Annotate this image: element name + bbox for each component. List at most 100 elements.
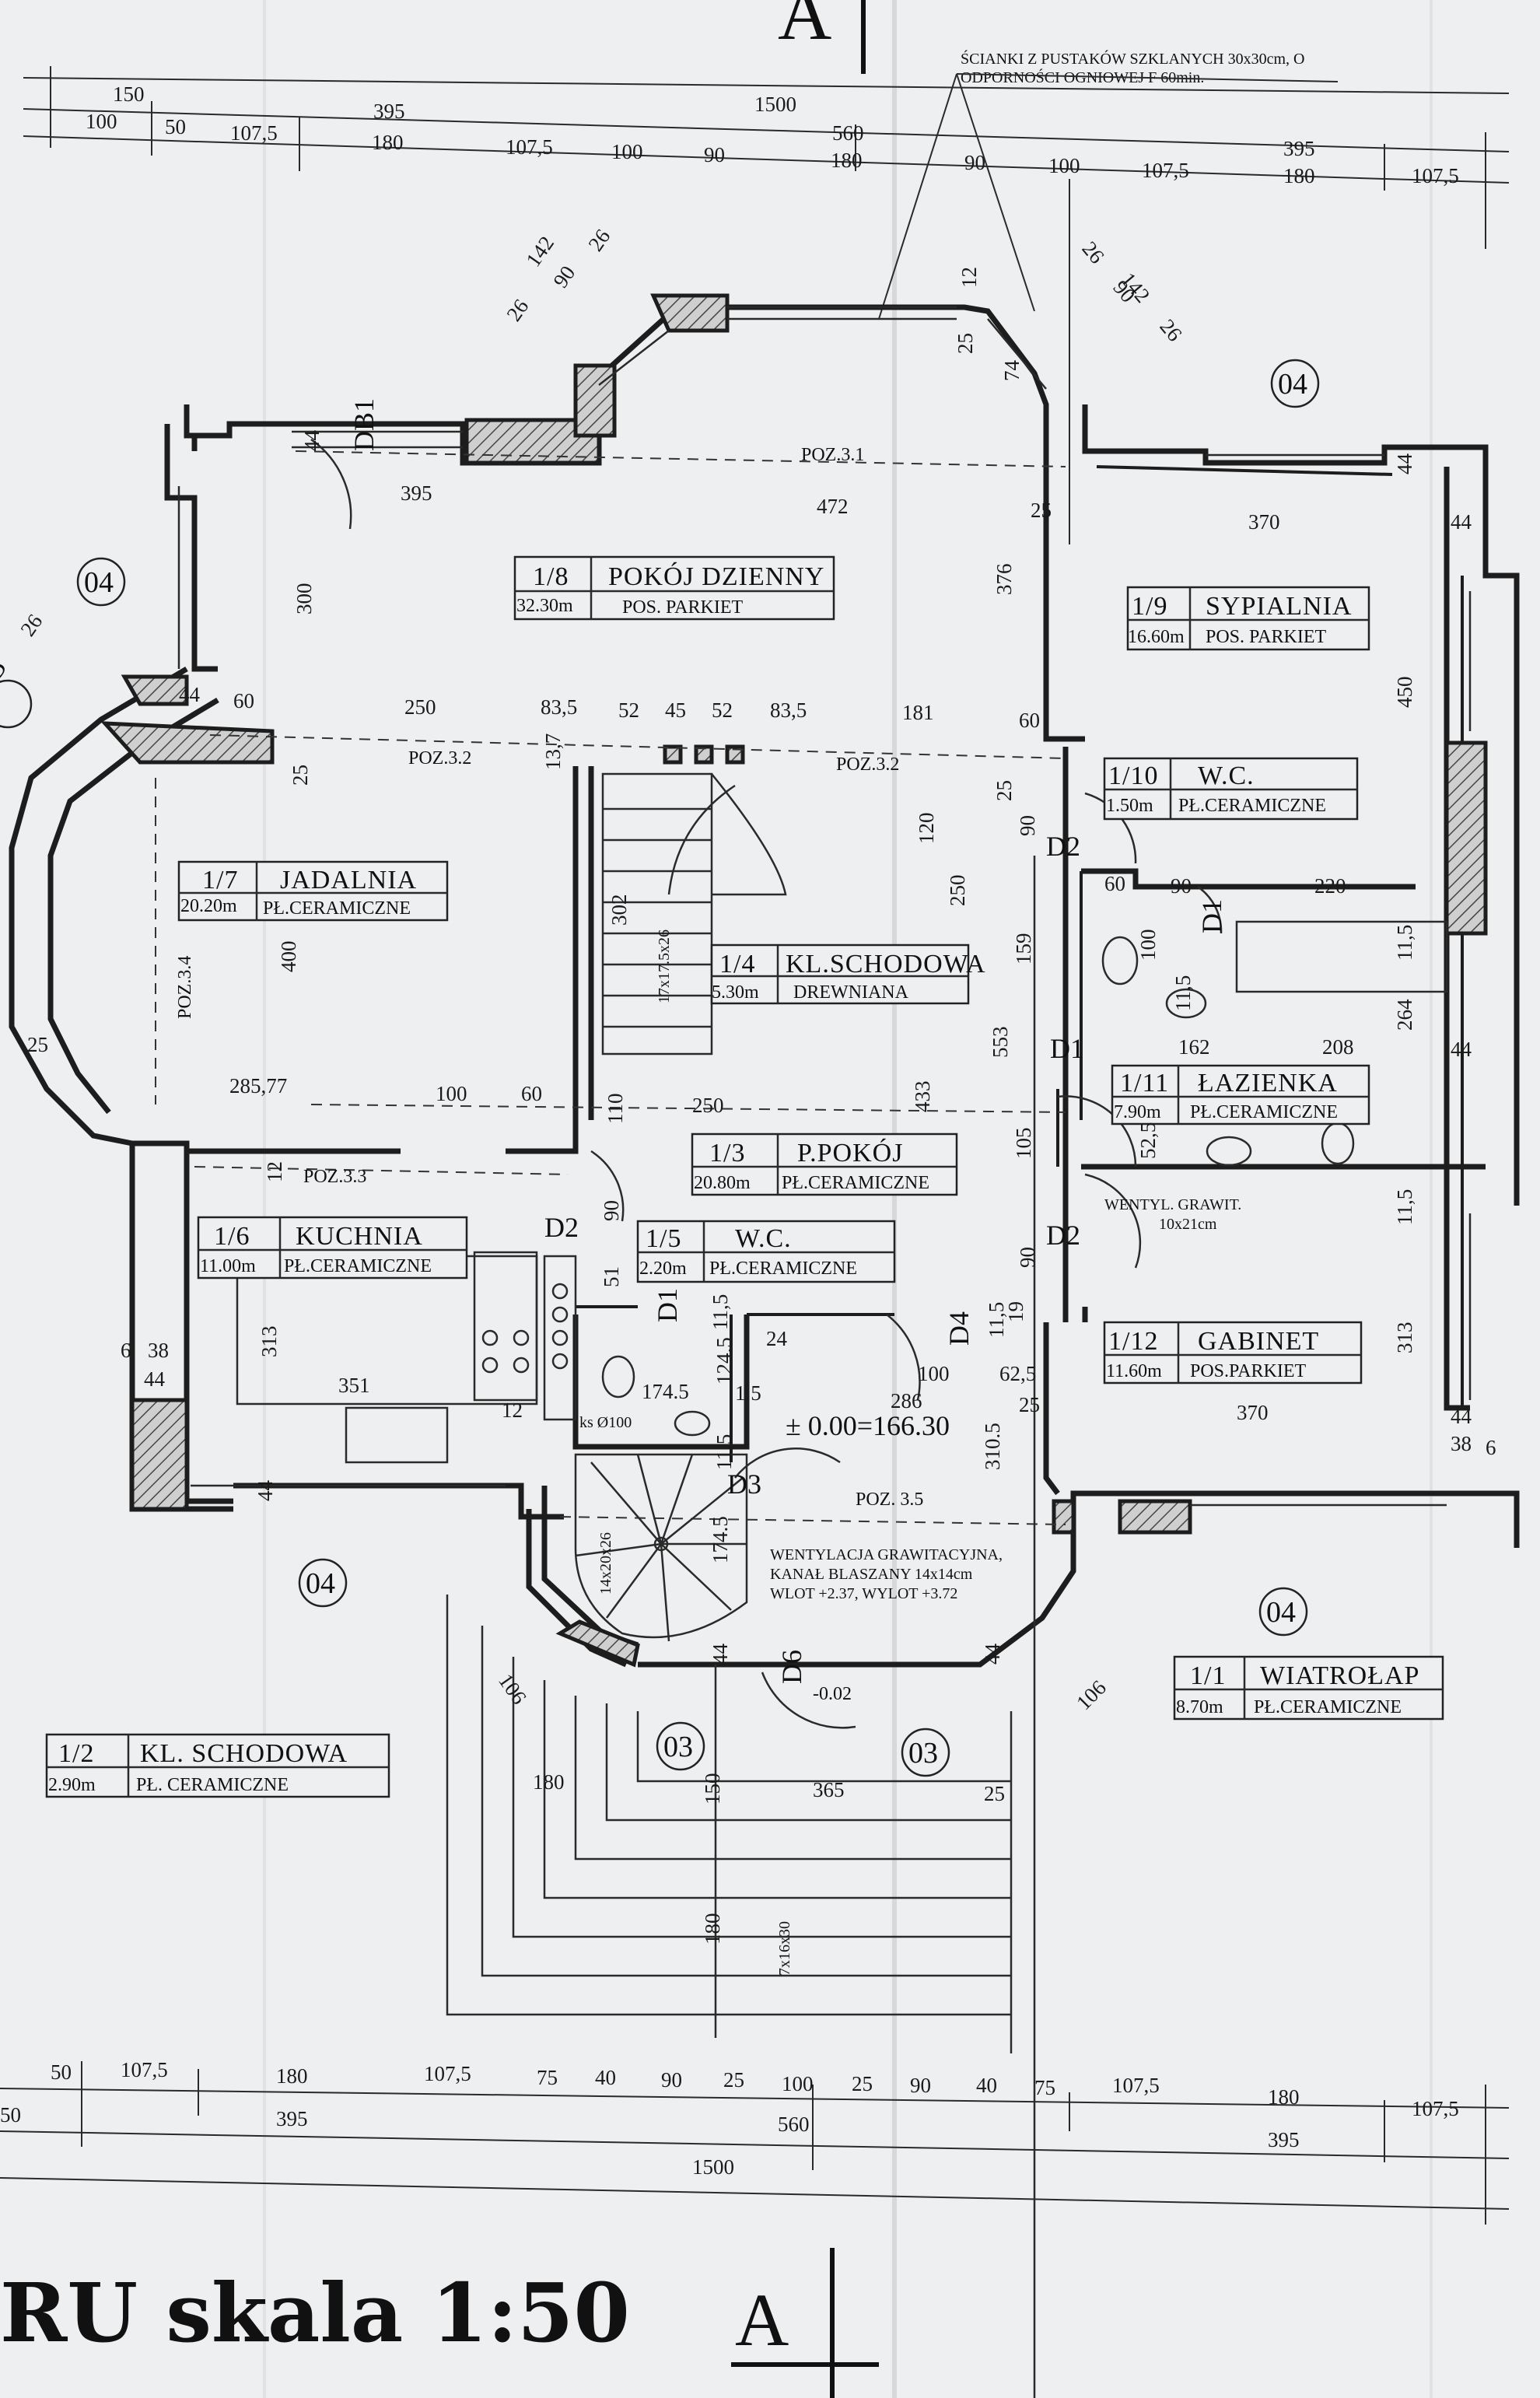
- dim: 60: [233, 689, 254, 712]
- dim: 310.5: [981, 1423, 1004, 1470]
- dim-top-100: 100: [86, 110, 117, 133]
- level-entry: -0.02: [813, 1684, 852, 1704]
- room-1-6: 1/6 KUCHNIA 11.00m PŁ.CERAMICZNE: [197, 1216, 468, 1280]
- dim: 472: [817, 495, 849, 518]
- room-name: KL.SCHODOWA: [786, 950, 986, 978]
- dim: 44: [1451, 510, 1472, 534]
- room-floor: DREWNIANA: [793, 982, 909, 1003]
- axis-marker: 04: [306, 1567, 335, 1600]
- dim: 400: [277, 941, 300, 973]
- room-1-7: 1/7 JADALNIA 20.20m PŁ.CERAMICZNE: [177, 860, 449, 922]
- dim: 25: [1031, 499, 1052, 522]
- label-poz-3-4: POZ.3.4: [175, 956, 195, 1019]
- room-floor: POS. PARKIET: [1206, 627, 1326, 647]
- door-d2-c: D2: [544, 1212, 579, 1243]
- section-marker-top: A: [778, 0, 831, 55]
- stairs-spec-3: 7x16x30: [776, 1921, 793, 1976]
- room-id: 1/4: [719, 950, 755, 978]
- dim: 105: [1012, 1128, 1035, 1160]
- dim: 25: [289, 765, 312, 786]
- room-name: KL. SCHODOWA: [140, 1739, 348, 1768]
- dim: 11,5: [712, 1434, 736, 1470]
- dim: 51: [600, 1266, 623, 1287]
- dim-top-100c: 100: [1048, 154, 1080, 177]
- dim: 100: [436, 1082, 467, 1105]
- room-area: 32.30m: [516, 596, 573, 616]
- room-1-5: 1/5 W.C. 2.20m PŁ.CERAMICZNE: [636, 1220, 896, 1283]
- room-area: 1.50m: [1106, 796, 1153, 816]
- room-floor: POS.PARKIET: [1190, 1361, 1306, 1381]
- door-d3: D3: [727, 1469, 761, 1500]
- dim-bottom: 25: [723, 2068, 744, 2092]
- dim-bottom: 180: [276, 2064, 308, 2088]
- dim: 433: [911, 1081, 934, 1113]
- dim: 313: [257, 1326, 281, 1358]
- room-name: ŁAZIENKA: [1198, 1069, 1338, 1097]
- section-marker-bottom: A: [735, 2278, 789, 2361]
- dim: 60: [1019, 709, 1040, 732]
- room-name: P.POKÓJ: [797, 1138, 903, 1167]
- room-1-10: 1/10 W.C. 1.50m PŁ.CERAMICZNE: [1103, 757, 1359, 821]
- dim: 44: [709, 1644, 732, 1665]
- dim: 100: [1136, 929, 1160, 961]
- dim-bottom: 75: [1034, 2076, 1055, 2099]
- room-id: 1/6: [214, 1222, 250, 1251]
- dim-top-560: 560: [832, 121, 864, 145]
- dim: 150: [701, 1773, 724, 1805]
- dim: 52: [618, 698, 639, 722]
- dim-bottom: 180: [1268, 2085, 1300, 2109]
- room-id: 1/9: [1132, 592, 1167, 621]
- dim: 26: [1155, 315, 1186, 346]
- room-id: 1/11: [1120, 1069, 1169, 1097]
- label-poz-3-3: POZ.3.3: [303, 1167, 366, 1187]
- dim-bottom: 40: [595, 2066, 616, 2089]
- dim: 180: [533, 1770, 565, 1794]
- dim: 38: [1451, 1432, 1472, 1455]
- dim: 370: [1237, 1401, 1269, 1424]
- dim: 264: [1393, 999, 1416, 1031]
- dim: 11,5: [1393, 925, 1416, 961]
- dim-bottom: 100: [782, 2072, 814, 2095]
- bottom-dimensions: 50 107,5 180 107,5 75 40 90 25 100 25 90…: [0, 2058, 1510, 2225]
- dim: 44: [1451, 1038, 1472, 1061]
- room-floor: PŁ.CERAMICZNE: [1190, 1102, 1338, 1122]
- door-d2-b: D2: [1046, 1220, 1080, 1251]
- vent-2-a: WENTYLACJA GRAWITACYJNA,: [770, 1546, 1003, 1563]
- dim-top-107b: 107,5: [506, 135, 553, 159]
- dim-top-180c: 180: [1283, 164, 1315, 187]
- door-swings: [310, 438, 1223, 1729]
- room-floor: PŁ.CERAMICZNE: [782, 1173, 929, 1193]
- dim: 13,7: [541, 733, 565, 770]
- level-zero: ± 0.00=166.30: [786, 1410, 950, 1441]
- room-1-2: 1/2 KL. SCHODOWA 2.90m PŁ. CERAMICZNE: [45, 1733, 390, 1798]
- dim: 12: [957, 267, 981, 288]
- dim: 25: [27, 1033, 48, 1056]
- dim-top-90a: 90: [704, 143, 725, 166]
- dim: 142: [521, 232, 558, 271]
- room-name: W.C.: [1198, 761, 1255, 790]
- dim-bottom: 90: [661, 2068, 682, 2092]
- dim-bottom: 107,5: [1112, 2074, 1160, 2097]
- dim: 90: [600, 1200, 623, 1221]
- dim: 302: [607, 894, 631, 926]
- dim: 11,5: [985, 1302, 1008, 1338]
- dim: 38: [148, 1339, 169, 1362]
- dim-bottom: 75: [537, 2066, 558, 2089]
- glass-block-wall: [598, 306, 1047, 390]
- room-floor: PŁ.CERAMICZNE: [284, 1256, 432, 1276]
- dim: 106: [494, 1669, 531, 1708]
- dim: 26: [16, 610, 47, 640]
- dim: 250: [692, 1094, 724, 1117]
- dim: 74: [1000, 360, 1024, 382]
- dim: 25: [954, 333, 977, 354]
- room-area: 2.90m: [48, 1775, 96, 1795]
- dim: 285,77: [229, 1074, 287, 1097]
- axis-markers: 04 04 03 04 04 03 03: [0, 359, 1320, 1777]
- dim: 365: [813, 1778, 845, 1801]
- dim: 44: [1393, 453, 1416, 475]
- staircase-spiral: [574, 1453, 748, 1642]
- room-id: 1/12: [1108, 1327, 1158, 1356]
- note-glass-blocks-1: ŚCIANKI Z PUSTAKÓW SZKLANYCH 30x30cm, O: [961, 49, 1304, 68]
- door-d1-b: D1: [1050, 1033, 1084, 1064]
- outer-walls: [9, 304, 1520, 1668]
